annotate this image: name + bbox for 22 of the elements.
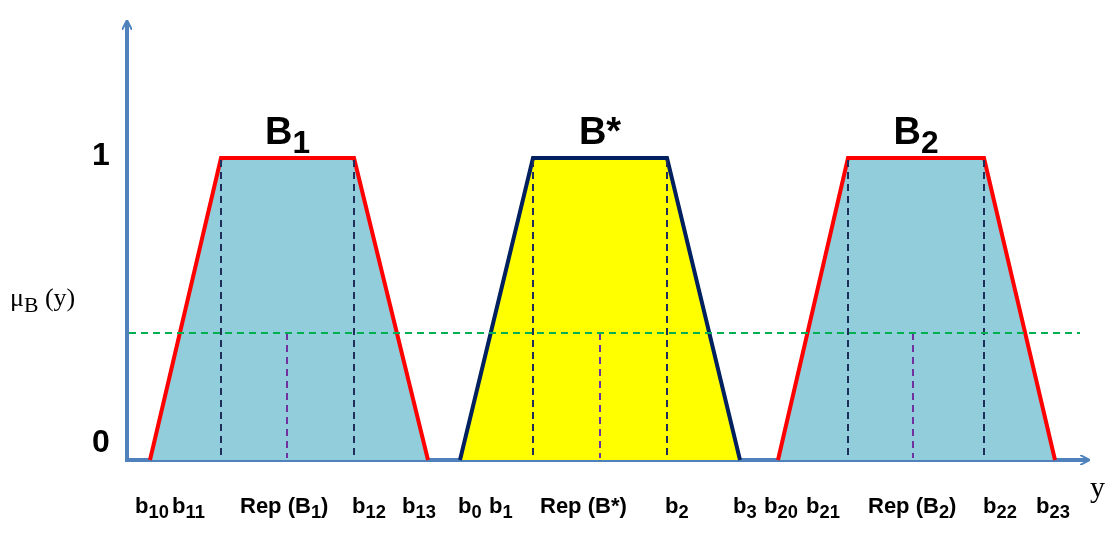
set-label: B$_{2}$ [893, 112, 939, 159]
point-label: b$_{1}$ [489, 495, 513, 522]
point-label: b$_{11}$ [172, 495, 205, 522]
point-label: b$_{20}$ [764, 495, 798, 522]
set-label: B* [578, 112, 622, 150]
point-label: Rep (B$_{2}$) [868, 495, 957, 522]
point-label: Rep (B*) [540, 495, 627, 517]
point-label: b$_{13}$ [402, 495, 436, 522]
set-label: B$_{1}$ [264, 112, 311, 159]
point-label: b$_{21}$ [806, 495, 840, 522]
tick-label: 0 [92, 425, 110, 457]
point-label: b$_{0}$ [458, 495, 482, 522]
axis-label: y [1090, 472, 1105, 502]
point-label: b$_{10}$ [135, 495, 169, 522]
point-label: b$_{3}$ [733, 495, 757, 522]
point-label: b$_{2}$ [665, 495, 689, 522]
point-label: b$_{23}$ [1036, 495, 1070, 522]
point-label: b$_{12}$ [352, 495, 386, 522]
point-label: b$_{22}$ [983, 495, 1017, 522]
point-label: Rep (B$_{1}$) [240, 495, 329, 522]
tick-label: 1 [92, 138, 110, 170]
axis-label: μ$_{B}$ (y) [10, 285, 76, 317]
